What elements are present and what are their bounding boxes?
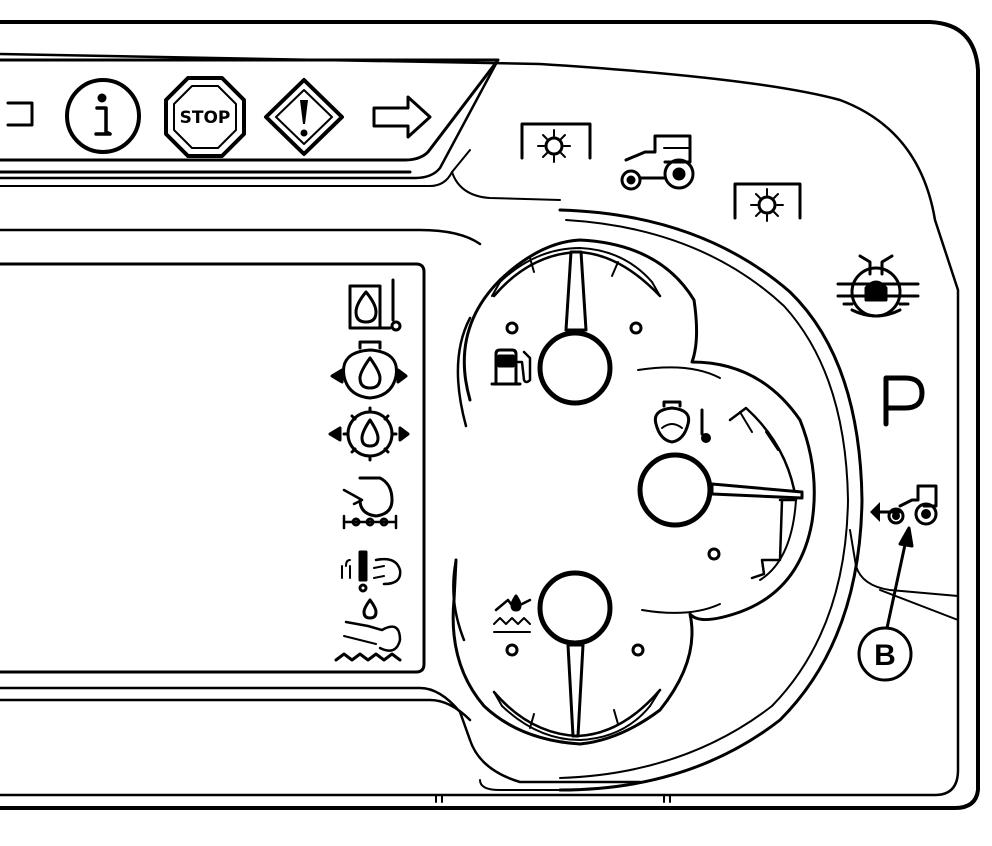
park-icon xyxy=(883,375,925,427)
bottom-trim xyxy=(435,529,959,803)
cluster-housing xyxy=(0,20,980,810)
fuel-water-separator-icon xyxy=(334,598,402,662)
engine-temp-gauge xyxy=(637,406,804,581)
coolant-temp-icon xyxy=(348,278,402,332)
pto-rear-icon xyxy=(733,182,802,222)
transmission-oil-icon xyxy=(328,406,410,462)
stop-label: STOP xyxy=(180,108,231,128)
pto-front-icon xyxy=(520,122,592,163)
def-fluid-icon xyxy=(493,594,532,633)
right-arrow-icon xyxy=(372,95,432,139)
air-filter-icon xyxy=(341,550,402,593)
fuel-gauge-needle xyxy=(564,250,588,332)
def-level-gauge xyxy=(492,570,662,741)
display-screen xyxy=(0,228,642,784)
warning-bar xyxy=(0,58,561,201)
fuel-pump-icon xyxy=(490,348,532,386)
stop-icon xyxy=(164,76,246,158)
partial-indicator-icon xyxy=(6,101,34,127)
engine-temp-gauge-needle xyxy=(710,482,804,500)
fuel-gauge xyxy=(491,247,662,406)
tractor-icon xyxy=(620,134,695,191)
engine-oil-pressure-icon xyxy=(330,340,408,400)
differential-lock-icon xyxy=(836,254,920,318)
info-icon xyxy=(65,78,141,154)
def-level-gauge-needle xyxy=(566,643,585,738)
warning-diamond-icon xyxy=(264,78,344,156)
callout-b-label: B xyxy=(874,639,896,672)
gauge-assembly xyxy=(451,208,864,792)
engine-coolant-icon xyxy=(653,400,711,444)
park-label: P xyxy=(903,423,904,425)
callout-b xyxy=(857,526,914,682)
tractor-reverse-icon xyxy=(870,484,938,526)
hydraulic-filter-icon xyxy=(342,476,398,530)
